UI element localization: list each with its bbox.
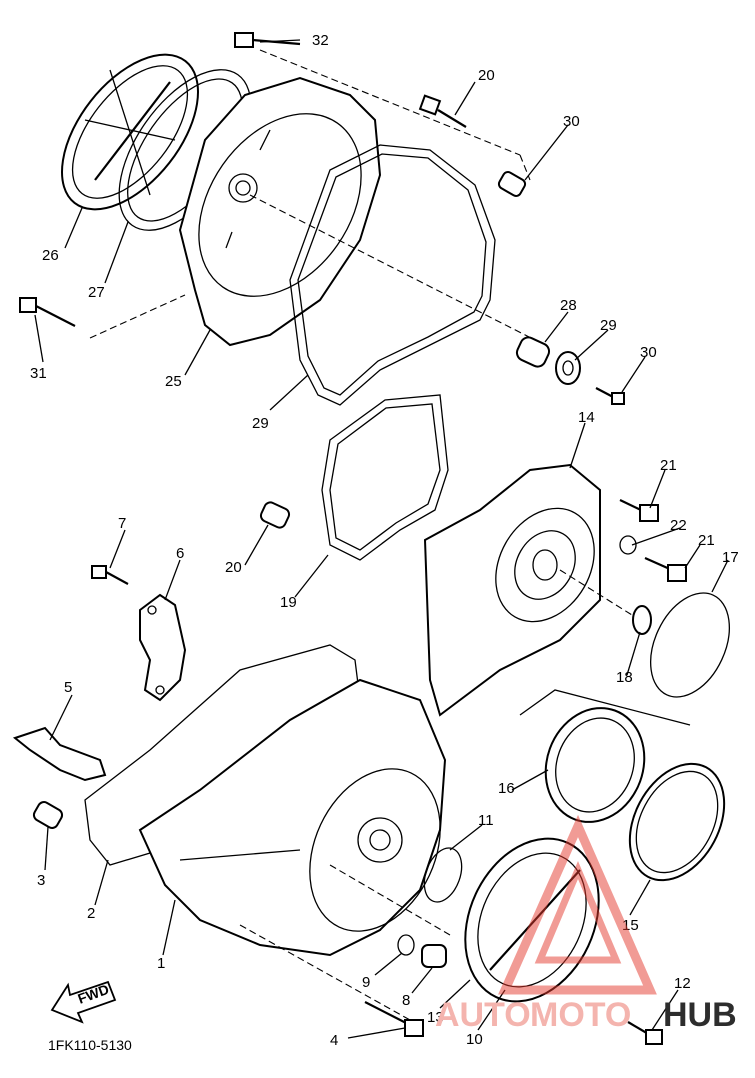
part-code: 1FK110-5130	[48, 1037, 132, 1053]
cap-15	[628, 762, 726, 882]
callout-32: 31	[30, 365, 47, 382]
callout-1: 1	[157, 955, 165, 972]
watermark-triangle-icon	[498, 814, 657, 995]
crankcase-cover-1	[138, 678, 447, 957]
callout-2: 2	[87, 905, 95, 922]
bolt-23	[418, 94, 467, 128]
callout-19: 19	[280, 594, 297, 611]
callout-18: 18	[616, 669, 633, 686]
bolt-32	[19, 297, 76, 327]
bolt-7	[91, 565, 129, 585]
o-ring-22	[619, 535, 637, 555]
callout-17: 17	[722, 549, 739, 566]
gasket-19	[321, 394, 449, 561]
callouts: 32 20 30 26 27 25 29 31 28 29 30 14 21 2…	[30, 32, 739, 1049]
watermark-moto: MOTO	[530, 996, 631, 1034]
gasket-30	[289, 144, 496, 406]
callout-8: 8	[402, 992, 410, 1009]
dowel-3	[32, 801, 64, 829]
seal-ring-16	[544, 707, 646, 823]
callout-21b: 21	[698, 532, 715, 549]
circlip-17	[650, 592, 730, 698]
screw-29	[595, 387, 625, 405]
callout-31: 30	[563, 113, 580, 130]
callout-6: 6	[176, 545, 184, 562]
cover-plate-25	[61, 53, 199, 211]
callout-16: 16	[498, 780, 515, 797]
callout-22: 22	[670, 517, 687, 534]
watermark-auto: AUTO	[435, 996, 531, 1034]
callout-7: 7	[118, 515, 126, 532]
callout-13: 13	[427, 1009, 444, 1026]
bolt-21b	[644, 556, 687, 582]
crankcase-cover-24	[178, 76, 382, 347]
watermark-logo	[498, 814, 657, 995]
callout-3: 3	[37, 872, 45, 889]
callout-21a: 21	[660, 457, 677, 474]
o-ring-9	[397, 934, 415, 956]
dowel-20	[259, 501, 291, 529]
callout-14: 14	[578, 409, 595, 426]
fwd-arrow-icon: FWD	[50, 980, 117, 1024]
callout-33: 32	[312, 32, 329, 49]
bracket-5	[12, 726, 107, 782]
callout-23: 20	[478, 67, 495, 84]
dowel-31	[497, 171, 527, 197]
bracket-6	[139, 593, 187, 702]
callout-20: 20	[225, 559, 242, 576]
callout-30: 29	[252, 415, 269, 432]
plug-8	[421, 944, 447, 968]
callout-12: 12	[674, 975, 691, 992]
callout-5: 5	[64, 679, 72, 696]
callout-27: 28	[560, 297, 577, 314]
callout-11: 11	[478, 812, 494, 829]
bolt-12	[627, 1021, 663, 1045]
bushing-27	[515, 336, 551, 368]
callout-9: 9	[362, 974, 370, 991]
callout-10: 10	[466, 1031, 483, 1048]
callout-26: 27	[88, 284, 105, 301]
callout-28: 29	[600, 317, 617, 334]
callout-4: 4	[330, 1032, 338, 1049]
washer-28	[555, 351, 581, 385]
seal-18	[632, 605, 652, 635]
callout-25: 26	[42, 247, 59, 264]
callout-29: 30	[640, 344, 657, 361]
callout-24: 25	[165, 373, 182, 390]
bolt-21a	[619, 499, 659, 522]
bolt-33	[234, 32, 301, 48]
bolt-4	[364, 1001, 424, 1037]
cover-14	[423, 463, 601, 717]
watermark-hub: HUB	[663, 996, 737, 1034]
